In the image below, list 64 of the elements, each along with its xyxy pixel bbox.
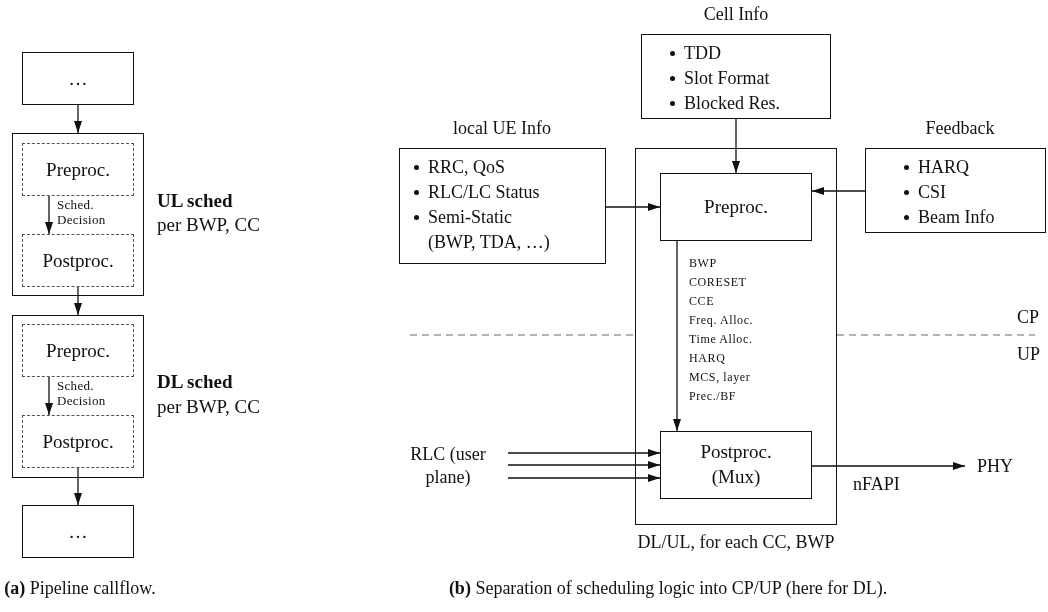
parameter-label: CCE bbox=[689, 294, 715, 309]
dashed-process-box bbox=[22, 324, 134, 377]
heading: local UE Info bbox=[452, 118, 552, 140]
arrow bbox=[732, 118, 740, 174]
parameter-label: MCS, layer bbox=[689, 370, 751, 385]
list-item: Slot Format bbox=[684, 67, 771, 90]
description: per BWP, CC bbox=[157, 214, 260, 237]
node-label: Preproc. bbox=[45, 157, 111, 182]
description: per BWP, CC bbox=[157, 396, 260, 419]
arrow bbox=[605, 203, 661, 211]
parameter-label: CORESET bbox=[689, 275, 747, 290]
plane-label: CP bbox=[1017, 307, 1040, 329]
arrow bbox=[811, 187, 866, 195]
list-item: Beam Info bbox=[918, 206, 996, 229]
heading: DL sched bbox=[157, 371, 233, 394]
arrow bbox=[811, 462, 966, 470]
parameter-label: Prec./BF bbox=[689, 389, 737, 404]
node-label: PHY bbox=[976, 455, 1014, 479]
container-box bbox=[641, 34, 831, 119]
node-label: … bbox=[67, 66, 89, 91]
process-box bbox=[22, 505, 134, 558]
heading: Cell Info bbox=[702, 4, 770, 26]
parameter-label: HARQ bbox=[689, 351, 726, 366]
node-label: DL/UL, for each CC, BWP bbox=[636, 532, 836, 554]
node-label: Preproc. bbox=[45, 338, 111, 363]
arrow bbox=[74, 286, 82, 316]
node-label: Postproc. (Mux) bbox=[699, 440, 773, 489]
figure-caption: (a) Pipeline callflow. bbox=[3, 578, 157, 600]
arrow bbox=[45, 195, 53, 235]
dashed-process-box bbox=[22, 234, 134, 287]
list-item: Semi-Static (BWP, TDA, …) bbox=[428, 206, 551, 254]
list-item: RLC/LC Status bbox=[428, 181, 541, 204]
container-box bbox=[399, 148, 606, 264]
parameter-label: Time Alloc. bbox=[689, 332, 753, 347]
container-box bbox=[635, 148, 837, 525]
arrow bbox=[507, 474, 661, 482]
node-label: … bbox=[67, 519, 89, 544]
arrow bbox=[507, 449, 661, 457]
process-box bbox=[660, 173, 812, 241]
plane-label: UP bbox=[1017, 344, 1040, 366]
list-item: HARQ bbox=[918, 156, 970, 179]
arrow bbox=[74, 104, 82, 134]
arrow bbox=[74, 467, 82, 506]
list-item: Blocked Res. bbox=[684, 92, 781, 115]
list-item: TDD bbox=[684, 42, 722, 65]
heading: UL sched bbox=[157, 190, 233, 213]
dashed-process-box bbox=[22, 415, 134, 468]
node-label: RLC (user plane) bbox=[409, 442, 487, 489]
process-box bbox=[22, 52, 134, 105]
list-item: CSI bbox=[918, 181, 947, 204]
arrow bbox=[507, 461, 661, 469]
node-label: Postproc. bbox=[41, 248, 115, 273]
arrow bbox=[45, 376, 53, 416]
process-box bbox=[660, 431, 812, 499]
parameter-label: BWP bbox=[689, 256, 717, 271]
arrow bbox=[673, 240, 681, 432]
container-box bbox=[865, 148, 1046, 233]
node-label: Preproc. bbox=[703, 194, 769, 219]
heading: Feedback bbox=[924, 118, 996, 140]
figure-caption: (b) Separation of scheduling logic into CP/UP (here for DL). bbox=[447, 578, 889, 600]
parameter-label: Freq. Alloc. bbox=[689, 313, 754, 328]
dashed-process-box bbox=[22, 143, 134, 196]
node-label: Postproc. bbox=[41, 429, 115, 454]
list-item: RRC, QoS bbox=[428, 156, 507, 179]
